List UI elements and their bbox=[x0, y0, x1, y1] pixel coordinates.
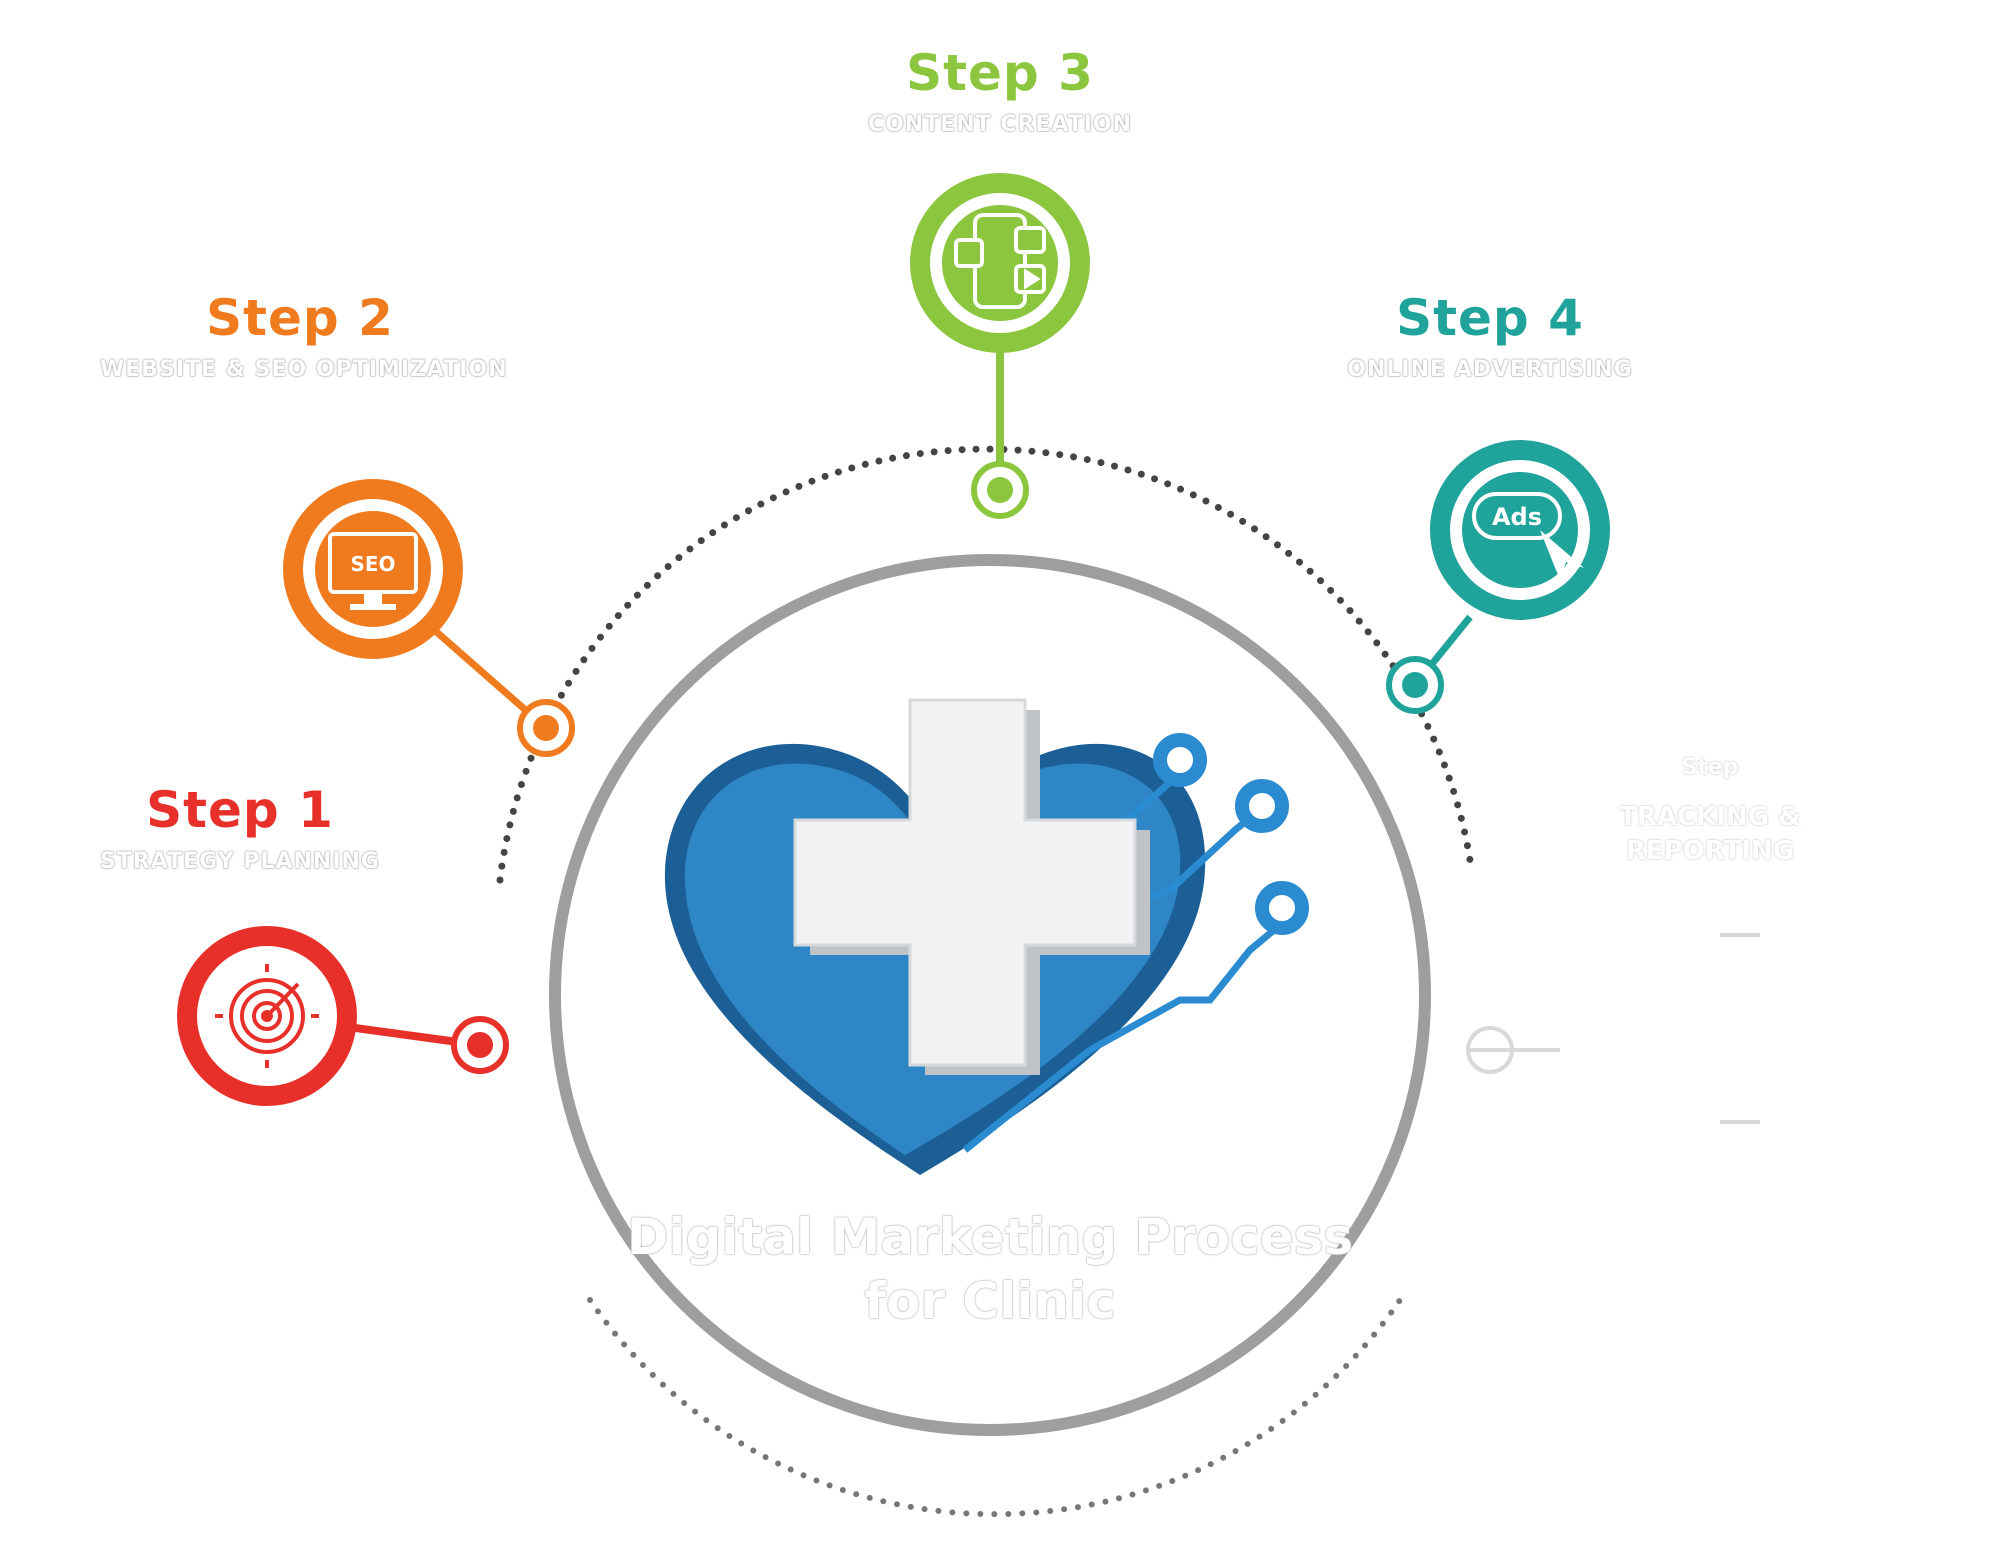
step4-subtitle: ONLINE ADVERTISING bbox=[1347, 357, 1633, 382]
step5-subtitle-2: REPORTING bbox=[1625, 836, 1795, 866]
step3-node bbox=[910, 173, 1090, 519]
step4-node: Ads bbox=[1386, 440, 1610, 714]
step3-title: Step 3 bbox=[906, 44, 1094, 102]
step5-title: Step bbox=[1681, 755, 1739, 780]
inner-ring bbox=[549, 554, 1431, 1436]
step5-subtitle-1: TRACKING & bbox=[1619, 802, 1801, 832]
center-title-line1: Digital Marketing Process bbox=[626, 1208, 1354, 1266]
social-media-icon bbox=[954, 213, 1046, 309]
heart-cross-icon bbox=[664, 698, 1309, 1175]
step3-label: Step 3 CONTENT CREATION bbox=[800, 48, 1200, 137]
target-icon bbox=[215, 964, 319, 1068]
center-title: Digital Marketing Process for Clinic bbox=[600, 1205, 1380, 1333]
svg-text:Ads: Ads bbox=[1492, 503, 1542, 531]
step2-label: Step 2 WEBSITE & SEO OPTIMIZATION bbox=[100, 289, 508, 382]
ads-icon: Ads bbox=[1472, 492, 1584, 580]
step1-node bbox=[177, 926, 509, 1106]
svg-text:SEO: SEO bbox=[350, 552, 395, 576]
step4-label: Step 4 ONLINE ADVERTISING bbox=[1290, 293, 1690, 382]
step3-subtitle: CONTENT CREATION bbox=[867, 112, 1133, 137]
step1-label: Step 1 STRATEGY PLANNING bbox=[40, 785, 440, 874]
step5-label: Step TRACKING & REPORTING bbox=[1610, 755, 1810, 868]
step5-node bbox=[1466, 933, 1760, 1124]
step1-title: Step 1 bbox=[146, 781, 334, 839]
center-title-line2: for Clinic bbox=[864, 1272, 1116, 1330]
step2-subtitle: WEBSITE & SEO OPTIMIZATION bbox=[100, 357, 508, 382]
dotted-ring-lower bbox=[587, 1297, 1403, 1518]
dotted-ring-upper bbox=[496, 445, 1474, 884]
step2-title: Step 2 bbox=[206, 289, 394, 347]
step2-node: SEO bbox=[283, 479, 575, 757]
step4-title: Step 4 bbox=[1396, 289, 1584, 347]
step1-subtitle: STRATEGY PLANNING bbox=[100, 849, 380, 874]
seo-icon: SEO bbox=[328, 532, 418, 610]
